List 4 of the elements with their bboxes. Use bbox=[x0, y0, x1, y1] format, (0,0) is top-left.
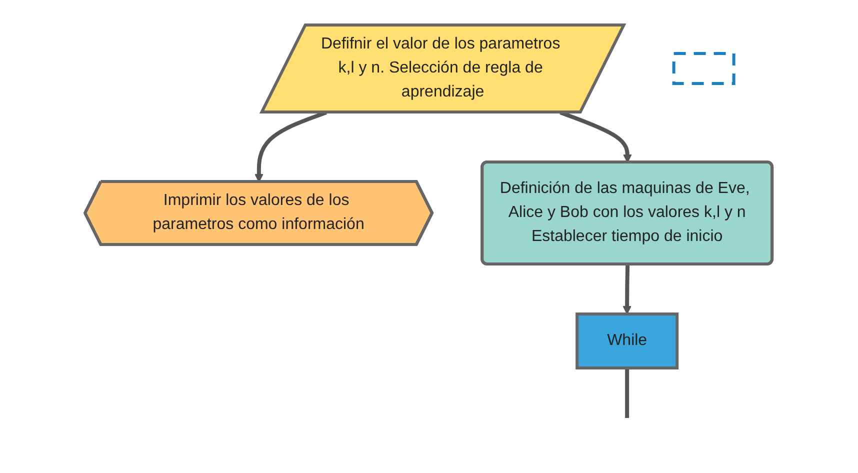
connector bbox=[626, 368, 630, 418]
node-box: While bbox=[576, 312, 680, 370]
node-box bbox=[672, 52, 736, 85]
arrow bbox=[623, 264, 632, 314]
